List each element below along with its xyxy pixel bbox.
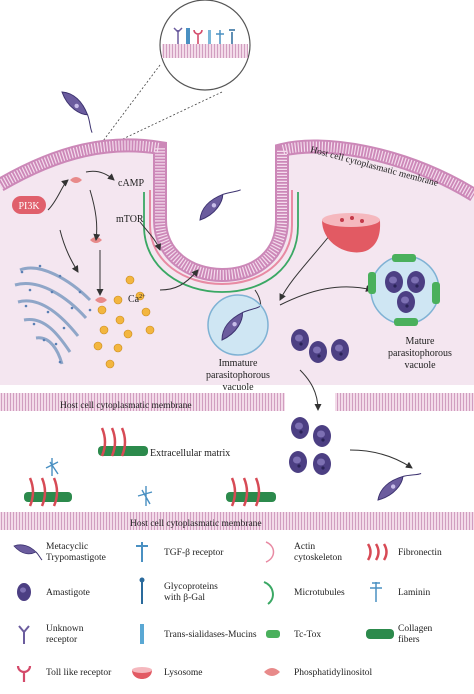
phosphatidylinositol-icon [264,668,280,676]
glycoproteins-icon [139,577,145,604]
membrane-middle [0,393,474,411]
unknown-receptor-icon [18,625,30,644]
membrane-zoom-inset [99,0,251,147]
legend-item: Toll like receptor [16,665,112,682]
immature-label-2: parasitophorous [206,370,270,381]
legend-label: Glycoproteins [164,582,218,592]
legend-item: TGF-β receptor [136,542,224,562]
amastigote-icon [17,583,31,601]
trypomastigote-entering [196,178,242,230]
trypomastigote-top [52,88,104,134]
fibronectin-icon [366,543,388,561]
legend-label: Metacyclic [46,542,88,552]
legend-item: Phosphatidylinositol [264,668,372,678]
ecm-components [24,427,276,507]
actin-cytoskeleton-icon [265,541,275,563]
er-dots [20,264,92,364]
legend-label: Phosphatidylinositol [294,668,372,678]
legend-label: Amastigote [46,588,90,598]
legend-label: Unknown [46,624,84,634]
tc-tox-icon [266,630,280,638]
legend-item: Laminin [370,582,430,602]
collagen-fibers-icon [366,629,394,639]
legend-item: Microtubules [263,581,345,605]
legend-label: Tc-Tox [294,630,321,640]
mature-label-3: vacuole [404,360,436,371]
legend-label: Lysosome [164,668,203,678]
immature-label-1: Immature [219,358,258,369]
inset-receptors [173,27,235,44]
extracellular-label: Extracellular matrix [150,448,230,459]
legend-label: Microtubules [294,588,345,598]
mtor-label: mTOR [116,214,144,225]
signal-arrows [47,170,413,469]
legend-label: Actin [294,542,315,552]
membrane-label-mid: Host cell cytoplasmatic membrane [60,401,192,411]
legend-item: Amastigote [17,583,90,601]
legend-label: cytoskeleton [294,553,342,563]
immature-vacuole [207,294,269,356]
legend-item: Lysosome [132,667,203,679]
trypomastigote-released [374,460,422,511]
mature-vacuole [368,254,440,326]
mature-label-1: Mature [406,336,435,347]
microtubules-icon [263,581,274,605]
svg-text:PI3K: PI3K [18,201,40,212]
membrane-bottom [0,512,474,530]
laminin-icon [370,582,382,602]
legend-item: Tc-Tox [266,630,321,640]
calcium-label: Ca2+ [128,294,146,305]
trans-sialidases-icon [140,624,144,644]
tgf-beta-receptor-icon [136,542,148,562]
legend-label: fibers [398,634,420,645]
lysosome-icon [132,667,152,679]
immature-label-3: vacuole [222,382,254,393]
lysosome [322,213,381,253]
metacyclic-trypomastigote-icon [13,544,43,561]
legend-label: Fibronectin [398,548,442,558]
legend-label: Trans-sialidases-Mucins [164,630,257,640]
legend-label: Trypomastigote [46,553,106,563]
legend-label: Laminin [398,588,430,598]
legend-label: Collagen [398,624,433,634]
amastigotes-exiting [289,417,331,475]
legend-item: Trans-sialidases-Mucins [140,624,257,644]
calcium-ions [93,275,155,369]
legend-label: receptor [46,635,78,645]
membrane-label-bottom: Host cell cytoplasmatic membrane [130,519,262,529]
legend-label: Toll like receptor [46,668,112,678]
pi3k-badge: PI3K [12,196,46,214]
legend-item: Fibronectin [366,543,442,561]
camp-label: cAMP [118,178,145,189]
mature-label-2: parasitophorous [388,348,452,359]
legend-label: TGF-β receptor [164,548,224,558]
toll-like-receptor-icon [16,665,32,682]
legend-label: with β-Gal [164,593,205,603]
